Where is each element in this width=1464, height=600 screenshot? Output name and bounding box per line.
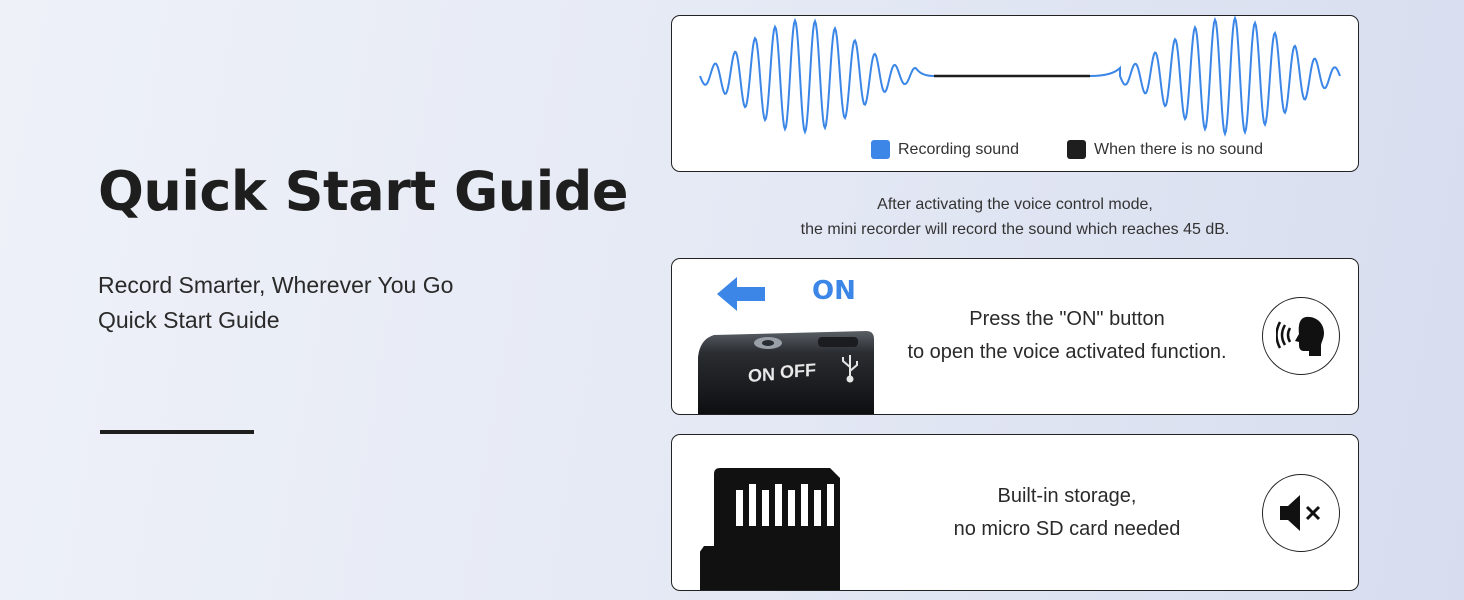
instruction-line-1: Press the "ON" button — [969, 308, 1165, 330]
caption-line-1: After activating the voice control mode, — [877, 196, 1153, 213]
divider-line — [100, 430, 254, 434]
silence-swatch — [1067, 140, 1086, 159]
device-off-text: OFF — [780, 359, 816, 383]
recording-wave-right — [1089, 16, 1341, 137]
subtitle: Record Smarter, Wherever You Go Quick St… — [98, 268, 453, 338]
storage-card: Built-in storage, no micro SD card neede… — [671, 434, 1359, 591]
legend-silence-label: When there is no sound — [1094, 140, 1263, 158]
legend-silence: When there is no sound — [1067, 140, 1263, 159]
device-on-text: ON — [748, 364, 775, 386]
subtitle-line-2: Quick Start Guide — [98, 307, 280, 333]
voice-activation-card: ON ON OFF Press the "ON" button to open … — [671, 258, 1359, 415]
on-label: ON — [812, 276, 856, 306]
recording-swatch — [871, 140, 890, 159]
instruction-line-2: to open the voice activated function. — [907, 341, 1227, 363]
storage-description: Built-in storage, no micro SD card neede… — [882, 480, 1252, 546]
voice-activation-instructions: Press the "ON" button to open the voice … — [882, 303, 1252, 369]
mute-badge — [1262, 474, 1340, 552]
recording-wave-left — [699, 17, 935, 135]
waveform-card: Recording sound When there is no sound — [671, 15, 1359, 172]
voice-activated-icon — [1276, 316, 1324, 356]
page-title: Quick Start Guide — [98, 160, 629, 223]
voice-activated-badge — [1262, 297, 1340, 375]
storage-line-2: no micro SD card needed — [953, 518, 1181, 540]
caption-line-2: the mini recorder will record the sound … — [800, 221, 1230, 238]
legend-recording-label: Recording sound — [898, 140, 1019, 158]
waveform-graphic — [699, 16, 1341, 137]
legend-recording: Recording sound — [871, 140, 1019, 159]
micro-sd-card-icon — [700, 468, 840, 590]
voice-control-caption: After activating the voice control mode,… — [671, 192, 1359, 242]
subtitle-line-1: Record Smarter, Wherever You Go — [98, 272, 454, 298]
recorder-device-image — [698, 331, 874, 414]
left-arrow-icon — [717, 277, 765, 311]
usb-icon — [842, 355, 858, 383]
storage-line-1: Built-in storage, — [997, 485, 1137, 507]
mute-speaker-icon — [1280, 495, 1321, 531]
